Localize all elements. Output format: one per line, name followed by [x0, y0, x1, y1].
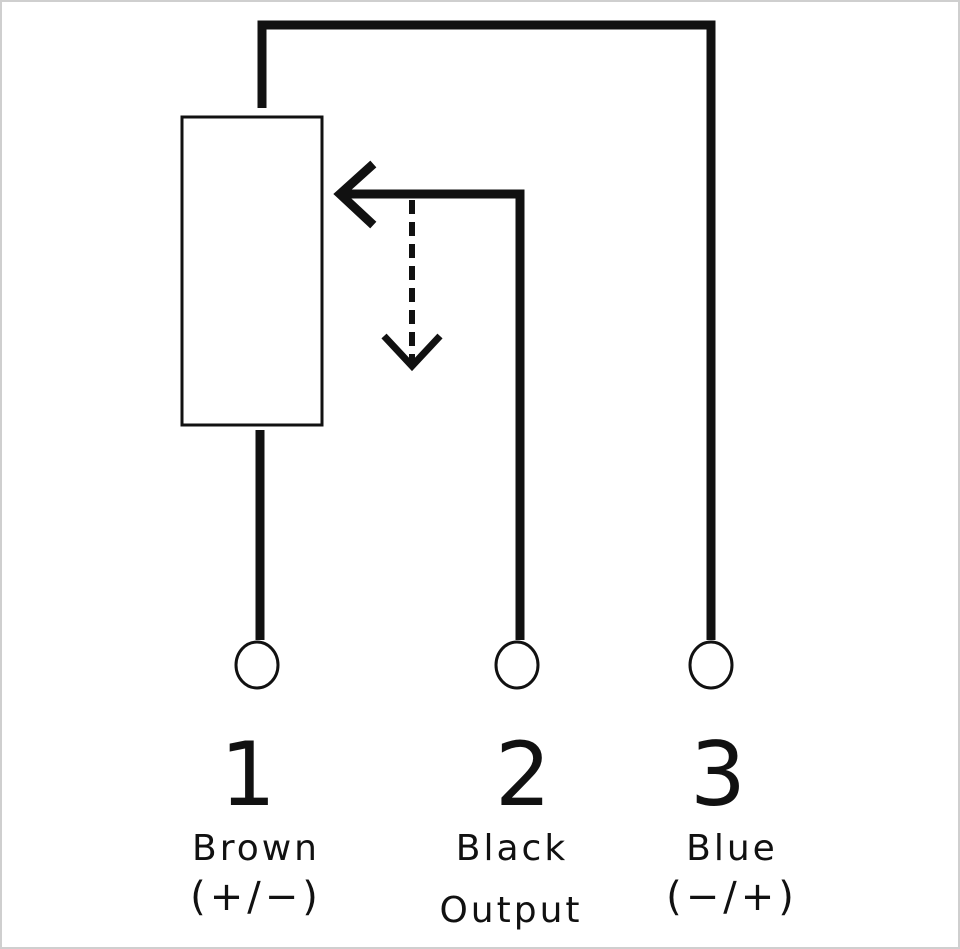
- wiper-arrow-head: [333, 160, 377, 229]
- pin-3-polarity: (−∕+): [666, 874, 798, 920]
- wire-pin-3: [257, 20, 716, 640]
- pin-3-terminal: [688, 640, 734, 690]
- pin-2-number: 2: [495, 723, 551, 826]
- pin-3-label: Blue: [686, 828, 778, 869]
- pin-2-label: Black: [456, 828, 568, 869]
- pin-1-terminal: [234, 640, 280, 690]
- pin-1-label: Brown: [192, 828, 320, 869]
- wiper-wire: [340, 189, 525, 640]
- pin-3-number: 3: [690, 723, 746, 826]
- resistor-body: [180, 115, 324, 427]
- wiper-travel-arrow-head: [381, 333, 443, 372]
- pin-2-terminal: [494, 640, 540, 690]
- pin-1-number: 1: [220, 723, 276, 826]
- pin-2-function: Output: [439, 890, 582, 931]
- pin-1-polarity: (+∕−): [190, 874, 322, 920]
